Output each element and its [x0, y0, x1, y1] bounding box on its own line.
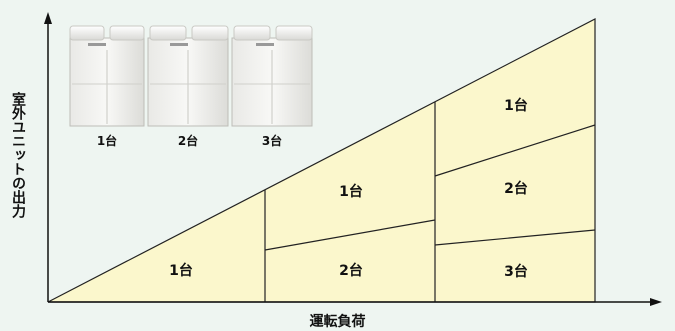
x-axis-label: 運転負荷 [309, 314, 366, 330]
outdoor-unit-image-1 [69, 25, 145, 127]
y-axis-arrow [44, 12, 52, 24]
x-axis-arrow [650, 298, 662, 306]
outdoor-unit-image-2 [147, 25, 229, 127]
region-label-s2-a: 1台 [339, 183, 363, 200]
unit-caption-3: 3台 [261, 134, 283, 148]
y-axis-label: 室外ユニットの出力 [10, 92, 26, 218]
region-label-s2-b: 2台 [339, 262, 363, 279]
split-stage2 [264, 219, 436, 251]
split-stage3-lower [434, 229, 596, 246]
outdoor-unit-image-3 [231, 25, 313, 127]
region-label-s1-a: 1台 [169, 262, 193, 279]
region-label-s3-c: 3台 [504, 263, 528, 280]
region-label-s3-a: 1台 [504, 97, 528, 114]
region-label-s3-b: 2台 [504, 180, 528, 197]
unit-caption-1: 1台 [96, 134, 118, 148]
split-stage3-upper [434, 124, 596, 177]
unit-caption-2: 2台 [177, 134, 199, 148]
